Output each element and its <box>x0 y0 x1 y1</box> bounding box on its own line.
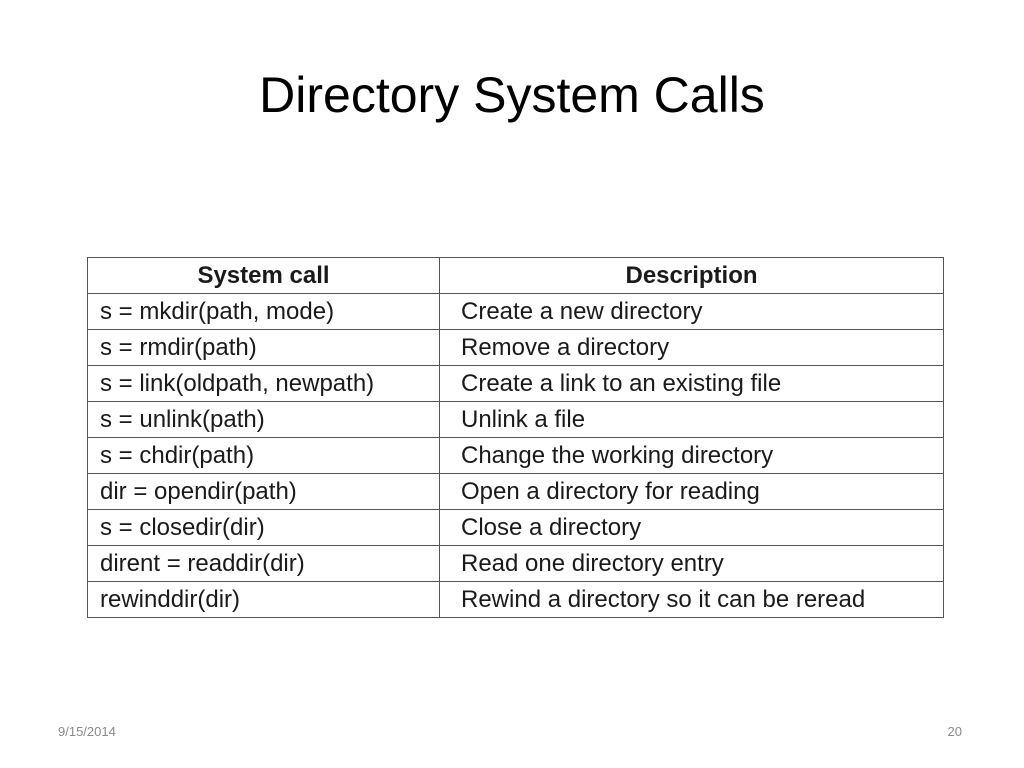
system-call-cell: s = link(oldpath, newpath) <box>87 365 440 402</box>
description-cell: Read one directory entry <box>439 545 944 582</box>
table-row: s = unlink(path) Unlink a file <box>87 401 944 438</box>
footer-page-number: 20 <box>947 724 962 739</box>
column-header-system-call: System call <box>87 257 440 294</box>
slide-title: Directory System Calls <box>259 67 765 123</box>
description-cell: Open a directory for reading <box>439 473 944 510</box>
system-call-cell: dirent = readdir(dir) <box>87 545 440 582</box>
table-row: rewinddir(dir) Rewind a directory so it … <box>87 581 944 618</box>
description-cell: Unlink a file <box>439 401 944 438</box>
footer-date: 9/15/2014 <box>58 724 116 739</box>
description-cell: Create a link to an existing file <box>439 365 944 402</box>
description-cell: Change the working directory <box>439 437 944 474</box>
system-call-cell: rewinddir(dir) <box>87 581 440 618</box>
description-cell: Create a new directory <box>439 293 944 330</box>
system-call-cell: s = unlink(path) <box>87 401 440 438</box>
description-cell: Rewind a directory so it can be reread <box>439 581 944 618</box>
table-row: s = link(oldpath, newpath) Create a link… <box>87 365 944 402</box>
table-header-row: System call Description <box>87 257 944 294</box>
description-cell: Close a directory <box>439 509 944 546</box>
system-call-cell: s = chdir(path) <box>87 437 440 474</box>
system-calls-table: System call Description s = mkdir(path, … <box>87 257 944 618</box>
description-cell: Remove a directory <box>439 329 944 366</box>
table-row: s = rmdir(path) Remove a directory <box>87 329 944 366</box>
table-row: s = mkdir(path, mode) Create a new direc… <box>87 293 944 330</box>
system-call-cell: dir = opendir(path) <box>87 473 440 510</box>
table-row: dir = opendir(path) Open a directory for… <box>87 473 944 510</box>
system-call-cell: s = mkdir(path, mode) <box>87 293 440 330</box>
table-row: s = chdir(path) Change the working direc… <box>87 437 944 474</box>
table-row: dirent = readdir(dir) Read one directory… <box>87 545 944 582</box>
system-call-cell: s = closedir(dir) <box>87 509 440 546</box>
table-row: s = closedir(dir) Close a directory <box>87 509 944 546</box>
column-header-description: Description <box>439 257 944 294</box>
system-call-cell: s = rmdir(path) <box>87 329 440 366</box>
